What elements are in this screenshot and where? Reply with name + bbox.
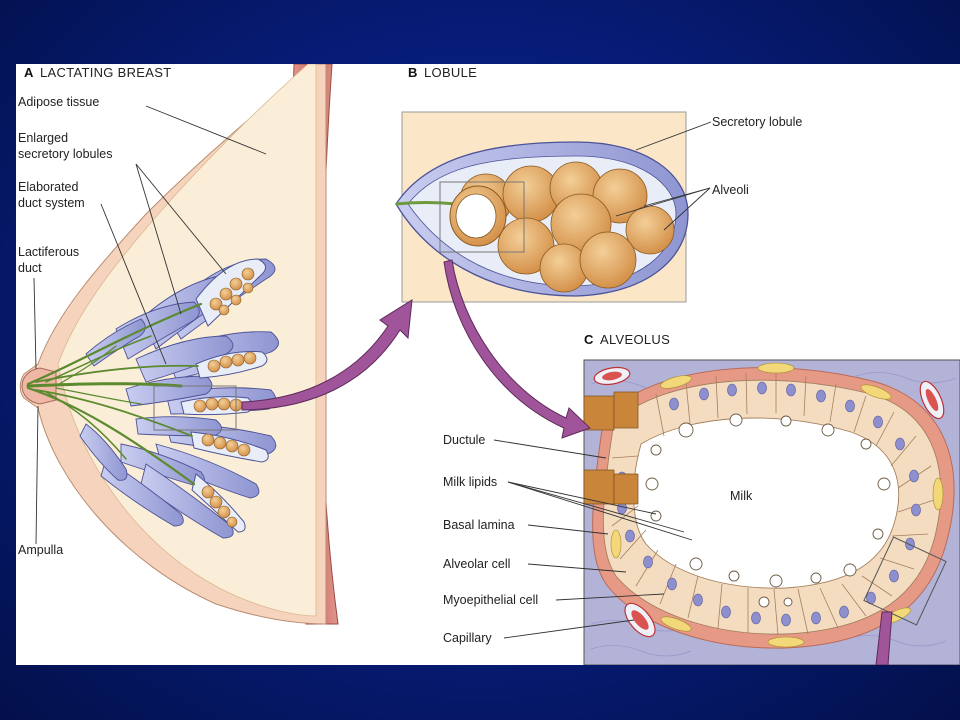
alveolar-lumen: [633, 417, 900, 589]
label-milk-lipids: Milk lipids: [443, 475, 497, 489]
panel-c-leaders: [493, 439, 693, 639]
label-secretory-lobule: Secretory lobule: [712, 115, 802, 129]
panel-c-letter: C: [584, 332, 594, 347]
connecting-arrows: [241, 259, 893, 665]
breast-illustration: [19, 64, 339, 625]
milk-lipid-droplets: [645, 413, 891, 608]
capillaries: [593, 366, 945, 638]
panel-a-letter: A: [24, 65, 34, 80]
lobule-ductule: [395, 201, 457, 206]
alveoli-clusters: [180, 258, 269, 533]
panel-b-title: LOBULE: [424, 65, 477, 80]
panel-b-letter: B: [408, 65, 417, 80]
lobule-highlight-box: [153, 385, 237, 431]
panel-c-title: ALVEOLUS: [600, 332, 670, 347]
arrow-b-to-c: [443, 259, 591, 439]
arrow-c-down: [875, 611, 893, 665]
cell-nuclei: [617, 381, 921, 627]
label-lactiferous-2: duct: [18, 261, 42, 275]
lobule-illustration: [395, 111, 689, 303]
label-basal-lamina: Basal lamina: [443, 518, 515, 532]
figure-panel: A LACTATING BREAST B LOBULE C ALVEOLUS A…: [16, 64, 960, 665]
label-myoepithelial-cell: Myoepithelial cell: [443, 593, 538, 607]
label-elaborated-2: duct system: [18, 196, 85, 210]
ductule-cells: [583, 391, 639, 505]
labels: Adipose tissue Enlarged secretory lobule…: [18, 95, 802, 645]
arrow-a-to-b: [241, 299, 413, 411]
myoepithelial-cells: [610, 362, 944, 648]
label-lactiferous-1: Lactiferous: [18, 245, 79, 259]
panel-headers: A LACTATING BREAST B LOBULE C ALVEOLUS: [24, 65, 670, 347]
alveolus-highlight-box: [439, 181, 525, 253]
panel-a-title: LACTATING BREAST: [40, 65, 171, 80]
label-enlarged-2: secretory lobules: [18, 147, 113, 161]
panel-a-leaders: [33, 105, 267, 545]
label-ductule: Ductule: [443, 433, 485, 447]
label-adipose-tissue: Adipose tissue: [18, 95, 99, 109]
alveolus-illustration: [583, 359, 960, 665]
label-ampulla: Ampulla: [18, 543, 63, 557]
label-alveoli: Alveoli: [712, 183, 749, 197]
lobule-cut-lumen: [455, 193, 497, 239]
lactation-diagram: A LACTATING BREAST B LOBULE C ALVEOLUS A…: [18, 64, 960, 665]
label-milk: Milk: [730, 489, 753, 503]
duct-system: [26, 302, 203, 486]
label-alveolar-cell: Alveolar cell: [443, 557, 510, 571]
label-elaborated-1: Elaborated: [18, 180, 79, 194]
label-enlarged-1: Enlarged: [18, 131, 68, 145]
panel-b-leaders: [615, 121, 712, 231]
label-capillary: Capillary: [443, 631, 492, 645]
